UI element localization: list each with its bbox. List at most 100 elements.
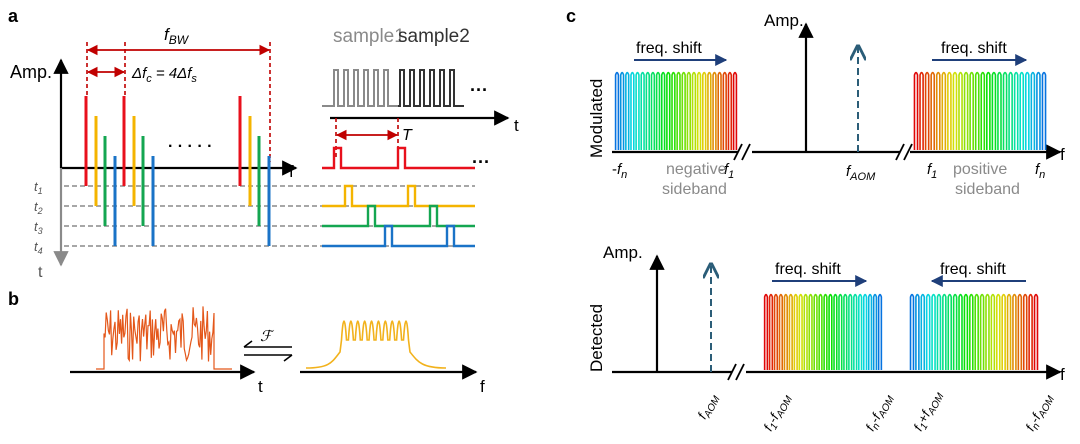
combTopPos-tooth	[980, 71, 986, 150]
combTopPos-tooth	[958, 71, 963, 150]
c-top-f-label: f	[1060, 145, 1065, 164]
a-pulse-dots: ···	[472, 152, 490, 172]
combTopPos-tooth	[924, 71, 930, 150]
a-sample2-label: sample2	[398, 26, 470, 47]
combTopNeg-tooth	[681, 71, 686, 150]
combBotHigh-tooth	[985, 293, 990, 370]
combBotHigh-tooth	[931, 293, 936, 370]
c-top-shift-label-neg: freq. shift	[636, 40, 702, 57]
a-time-axis-right-label: t	[514, 116, 519, 135]
combBotHigh-tooth	[1001, 293, 1006, 370]
combTopPos-tooth	[1036, 71, 1041, 150]
combBotHigh-tooth	[969, 293, 974, 370]
combBotHigh-tooth	[1028, 293, 1033, 370]
combTopPos-tooth	[963, 71, 969, 150]
combTopPos-tooth	[930, 71, 936, 150]
combTopNeg-tooth	[640, 71, 645, 150]
combBotLow-tooth	[813, 293, 818, 370]
combBotLow-tooth	[773, 293, 779, 370]
c-top-amp-label: Amp.	[764, 11, 804, 30]
a-t4-label: t4	[34, 239, 43, 256]
combBotHigh-tooth	[915, 293, 920, 370]
combBotHigh-tooth	[942, 293, 947, 370]
combBotHigh-tooth	[1006, 293, 1012, 370]
combBotHigh-tooth	[990, 293, 996, 370]
combBotLow-tooth	[783, 293, 788, 370]
a-sample1-pulses	[322, 69, 398, 107]
combBotHigh-tooth	[963, 293, 969, 370]
combBotLow-tooth	[803, 293, 808, 370]
combBotLow-tooth	[858, 293, 863, 370]
a-bw-label: fBW	[164, 25, 190, 47]
combTopPos-tooth	[1002, 71, 1008, 150]
combTopNeg-tooth	[635, 71, 640, 150]
b-spectrum	[305, 320, 447, 369]
a-t3-label: t3	[34, 219, 43, 236]
combBotLow-tooth	[798, 293, 803, 370]
c-pos-sideband-line2: sideband	[955, 181, 1020, 198]
b-time-signal	[96, 306, 232, 370]
combTopPos-tooth	[952, 71, 958, 150]
combBotHigh-tooth	[1033, 293, 1039, 370]
combTopNeg-tooth	[696, 71, 702, 150]
combTopNeg-tooth	[660, 71, 666, 150]
combTopPos-tooth	[969, 71, 974, 150]
c-bottom-faom-label: fAOM	[694, 390, 723, 422]
combBotLow-tooth	[763, 293, 769, 370]
c-pos-sideband-line1: positive	[953, 161, 1007, 178]
a-pulse-green	[322, 204, 475, 228]
c-detected-label: Detected	[587, 304, 606, 372]
combTopPos-tooth	[947, 71, 952, 150]
combBotHigh-tooth	[909, 293, 915, 370]
a-pulse-yellow	[322, 184, 475, 208]
a-t2-label: t2	[34, 199, 43, 216]
combBotLow-tooth	[848, 293, 853, 370]
combTopNeg-tooth	[691, 71, 697, 150]
combBotHigh-tooth	[1022, 293, 1028, 370]
c-negative-sideband-comb	[614, 71, 738, 150]
c-bottom-f1-plus-label: f1+fAOM	[910, 388, 946, 435]
c-pos-fn-label: fn	[1035, 161, 1045, 181]
combTopPos-tooth	[935, 71, 941, 150]
combTopPos-tooth	[1008, 71, 1013, 150]
combBotLow-tooth	[843, 293, 848, 370]
combTopPos-tooth	[991, 71, 997, 150]
combTopNeg-tooth	[712, 71, 717, 150]
combTopPos-tooth	[974, 71, 980, 150]
c-bottom-f1-minus-label: f1-fAOM	[760, 391, 795, 435]
combTopNeg-tooth	[625, 71, 630, 150]
combBotLow-tooth	[877, 293, 883, 370]
combTopPos-tooth	[986, 71, 991, 150]
combTopPos-tooth	[1041, 71, 1047, 150]
combBotLow-tooth	[768, 293, 774, 370]
c-bottom-shift-label-high: freq. shift	[940, 261, 1006, 278]
a-pulse-blue	[322, 224, 475, 248]
combTopNeg-tooth	[702, 71, 707, 150]
a-df-equation: Δfc = 4Δfs	[131, 65, 197, 85]
a-f-label: f	[289, 162, 294, 181]
combTopNeg-tooth	[666, 71, 671, 150]
combBotHigh-tooth	[947, 293, 953, 370]
combBotLow-tooth	[808, 293, 813, 370]
b-fourier-symbol: ℱ	[260, 328, 275, 345]
a-pulse-red	[322, 146, 475, 170]
combBotHigh-tooth	[936, 293, 942, 370]
combTopNeg-tooth	[686, 71, 692, 150]
combBotLow-tooth	[862, 293, 868, 370]
combBotLow-tooth	[778, 293, 784, 370]
a-sample1-label: sample1	[333, 26, 405, 47]
c-top-axis-breaks	[733, 143, 913, 161]
c-neg-sideband-line2: sideband	[662, 181, 727, 198]
c-neg-sideband-line1: negative	[666, 161, 727, 178]
combBotHigh-tooth	[1012, 293, 1017, 370]
c-neg-f1-label: -f1	[719, 161, 734, 181]
c-neg-fn-label: -fn	[612, 161, 627, 181]
combBotHigh-tooth	[958, 293, 963, 370]
c-bottom-fn-minus-label-2: fn-fAOM	[1022, 391, 1057, 435]
panel-b-label: b	[8, 289, 19, 309]
c-bottom-amp-label: Amp.	[603, 243, 643, 262]
combTopNeg-tooth	[650, 71, 656, 150]
combTopPos-tooth	[941, 71, 947, 150]
c-top-faom-label: fAOM	[846, 163, 876, 183]
combBotLow-tooth	[788, 293, 793, 370]
